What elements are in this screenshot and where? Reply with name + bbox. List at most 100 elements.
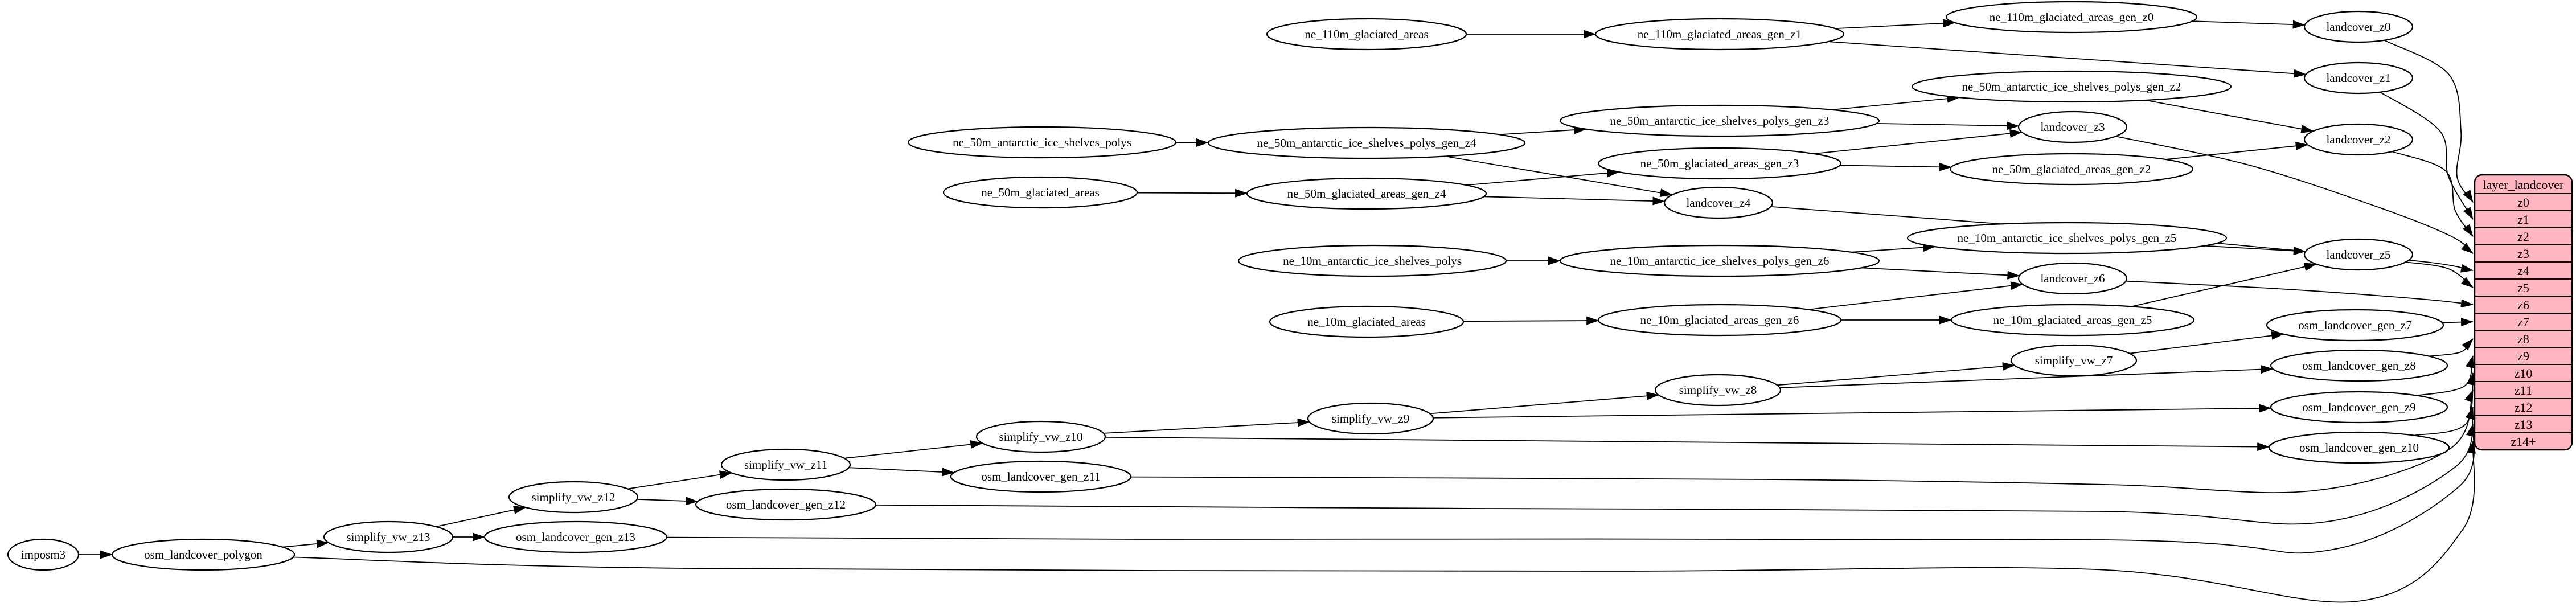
node-landcover_z3: landcover_z3 <box>2017 110 2128 143</box>
node-label: ne_50m_glaciated_areas_gen_z2 <box>1992 162 2151 176</box>
edge-osm_landcover_gen_z9-to-row-z9 <box>2417 355 2474 396</box>
node-ne_10m_antarctic_ice_shelves_polys_gen_z6: ne_10m_antarctic_ice_shelves_polys_gen_z… <box>1559 244 1880 277</box>
node-imposm3: imposm3 <box>7 538 80 571</box>
node-label: simplify_vw_z8 <box>1679 383 1757 397</box>
node-simplify_vw_z7: simplify_vw_z7 <box>2010 344 2138 377</box>
node-ellipse <box>1246 177 1487 210</box>
edge-simplify_vw_z9-to-simplify_vw_z8 <box>1430 391 1659 415</box>
table-row-z6: z6 <box>2517 298 2529 312</box>
node-label: simplify_vw_z13 <box>347 530 430 544</box>
edge-ne_50m_antarctic_ice_shelves_polys_gen_z2-to-landcover_z2 <box>2145 100 2314 133</box>
edge-ne_10m_antarctic_ice_shelves_polys_gen_z5-to-landcover_z5 <box>2204 245 2306 256</box>
node-label: ne_50m_antarctic_ice_shelves_polys <box>953 136 1131 149</box>
edge-osm_landcover_gen_z7-to-row-z7 <box>2442 318 2474 327</box>
node-label: ne_50m_glaciated_areas_gen_z3 <box>1640 157 1799 170</box>
node-ellipse <box>2270 391 2448 424</box>
node-label: osm_landcover_gen_z10 <box>2299 441 2419 454</box>
node-osm_landcover_gen_z13: osm_landcover_gen_z13 <box>483 520 668 553</box>
edge-landcover_z5-to-row-z5 <box>2405 261 2474 288</box>
node-ellipse <box>695 488 877 521</box>
table-title: layer_landcover <box>2483 178 2564 192</box>
node-ellipse <box>1594 18 1845 51</box>
node-ne_110m_glaciated_areas_gen_z1: ne_110m_glaciated_areas_gen_z1 <box>1594 18 1845 51</box>
table-row-z11: z11 <box>2515 383 2532 397</box>
node-ellipse <box>1266 18 1467 51</box>
node-ne_10m_glaciated_areas_gen_z5: ne_10m_glaciated_areas_gen_z5 <box>1950 304 2195 337</box>
node-osm_landcover_gen_z8: osm_landcover_gen_z8 <box>2270 349 2448 382</box>
node-ellipse <box>2303 123 2414 156</box>
node-ne_110m_glaciated_areas: ne_110m_glaciated_areas <box>1266 18 1467 51</box>
node-ellipse <box>111 538 296 571</box>
node-ellipse <box>1906 222 2228 255</box>
node-ellipse <box>1559 104 1880 137</box>
node-label: landcover_z4 <box>1686 196 1751 210</box>
node-ellipse <box>720 448 851 481</box>
node-ellipse <box>1654 374 1782 407</box>
table-row-z1: z1 <box>2517 212 2529 227</box>
edge-ne_50m_glaciated_areas-to-ne_50m_glaciated_areas_gen_z4 <box>1137 188 1248 198</box>
node-label: osm_landcover_gen_z9 <box>2302 400 2415 414</box>
edge-osm_landcover_gen_z13-to-row-z13 <box>666 424 2475 554</box>
node-ne_50m_antarctic_ice_shelves_polys_gen_z2: ne_50m_antarctic_ice_shelves_polys_gen_z… <box>1911 70 2232 103</box>
edge-osm_landcover_gen_z10-to-row-z10 <box>2414 372 2476 436</box>
node-label: landcover_z6 <box>2040 272 2105 285</box>
node-ne_50m_glaciated_areas: ne_50m_glaciated_areas <box>942 176 1138 209</box>
edge-ne_50m_glaciated_areas_gen_z4-to-landcover_z4 <box>1483 196 1666 206</box>
node-label: ne_50m_antarctic_ice_shelves_polys_gen_z… <box>1962 80 2181 93</box>
node-label: osm_landcover_gen_z13 <box>516 530 635 544</box>
edge-simplify_vw_z12-to-osm_landcover_gen_z12 <box>637 497 699 506</box>
table-row-z8: z8 <box>2517 332 2529 346</box>
edge-ne_10m_antarctic_ice_shelves_polys_gen_z6-to-ne_10m_antarctic_ice_shelves_polys_gen_z5 <box>1851 243 1936 253</box>
node-ne_110m_glaciated_areas_gen_z0: ne_110m_glaciated_areas_gen_z0 <box>1945 1 2198 34</box>
edge-ne_10m_antarctic_ice_shelves_polys_gen_z6-to-landcover_z6 <box>1861 267 2020 280</box>
node-ellipse <box>7 538 80 571</box>
node-landcover_z1: landcover_z1 <box>2303 61 2414 95</box>
node-label: ne_50m_antarctic_ice_shelves_polys_gen_z… <box>1257 136 1476 150</box>
edge-osm_landcover_gen_z8-to-row-z8 <box>2429 338 2474 357</box>
node-label: ne_110m_glaciated_areas <box>1305 27 1428 41</box>
node-ellipse <box>508 481 639 514</box>
node-ne_50m_glaciated_areas_gen_z2: ne_50m_glaciated_areas_gen_z2 <box>1949 153 2194 186</box>
edge-ne_50m_glaciated_areas_gen_z3-to-landcover_z3 <box>1814 129 2023 154</box>
node-label: simplify_vw_z7 <box>2035 354 2113 367</box>
node-ellipse <box>1207 126 1526 159</box>
node-ne_50m_glaciated_areas_gen_z3: ne_50m_glaciated_areas_gen_z3 <box>1597 147 1842 180</box>
node-label: ne_110m_glaciated_areas_gen_z0 <box>1990 10 2153 24</box>
edge-ne_10m_glaciated_areas_gen_z6-to-landcover_z6 <box>1808 281 2024 310</box>
table-row-z4: z4 <box>2517 264 2529 278</box>
nodes-layer: imposm3 osm_landcover_polygon simplify_vw_… <box>7 1 2450 571</box>
node-ellipse <box>2303 10 2414 43</box>
node-ellipse <box>1911 70 2232 103</box>
edge-osm_landcover_gen_z12-to-row-z12 <box>875 407 2474 525</box>
node-ne_10m_glaciated_areas_gen_z6: ne_10m_glaciated_areas_gen_z6 <box>1597 304 1842 337</box>
table-layer-landcover: layer_landcoverz0z1z2z3z4z5z6z7z8z9z10z1… <box>2474 174 2573 451</box>
node-ellipse <box>1945 1 2198 34</box>
node-landcover_z0: landcover_z0 <box>2303 10 2414 43</box>
node-label: osm_landcover_gen_z8 <box>2302 359 2415 372</box>
node-ellipse <box>2010 344 2138 377</box>
node-ne_10m_antarctic_ice_shelves_polys: ne_10m_antarctic_ice_shelves_polys <box>1237 244 1507 277</box>
edge-ne_110m_glaciated_areas_gen_z1-to-landcover_z1 <box>1828 41 2307 78</box>
node-osm_landcover_gen_z9: osm_landcover_gen_z9 <box>2270 391 2448 424</box>
node-label: simplify_vw_z12 <box>532 490 616 504</box>
table-layer: layer_landcoverz0z1z2z3z4z5z6z7z8z9z10z1… <box>2474 174 2573 451</box>
node-ellipse <box>1949 153 2194 186</box>
edge-osm_landcover_polygon-to-row-z14+ <box>293 441 2476 603</box>
node-label: simplify_vw_z11 <box>744 458 827 471</box>
edge-ne_50m_glaciated_areas_gen_z3-to-ne_50m_glaciated_areas_gen_z2 <box>1840 162 1952 171</box>
table-row-z12: z12 <box>2515 400 2533 415</box>
node-ellipse <box>323 520 454 553</box>
node-simplify_vw_z13: simplify_vw_z13 <box>323 520 454 553</box>
node-ne_50m_antarctic_ice_shelves_polys_gen_z3: ne_50m_antarctic_ice_shelves_polys_gen_z… <box>1559 104 1880 137</box>
edge-landcover_z1-to-row-z1 <box>2380 91 2474 220</box>
node-ellipse <box>2017 262 2128 295</box>
node-ellipse <box>1269 305 1465 338</box>
node-label: ne_10m_glaciated_areas_gen_z6 <box>1640 313 1799 327</box>
node-label: landcover_z0 <box>2326 20 2390 34</box>
node-ellipse <box>1950 304 2195 337</box>
node-landcover_z5: landcover_z5 <box>2303 238 2414 271</box>
node-label: landcover_z5 <box>2326 248 2390 261</box>
edge-landcover_z3-to-row-z3 <box>2115 136 2474 254</box>
node-ellipse <box>975 420 1106 453</box>
node-label: osm_landcover_polygon <box>144 548 262 561</box>
